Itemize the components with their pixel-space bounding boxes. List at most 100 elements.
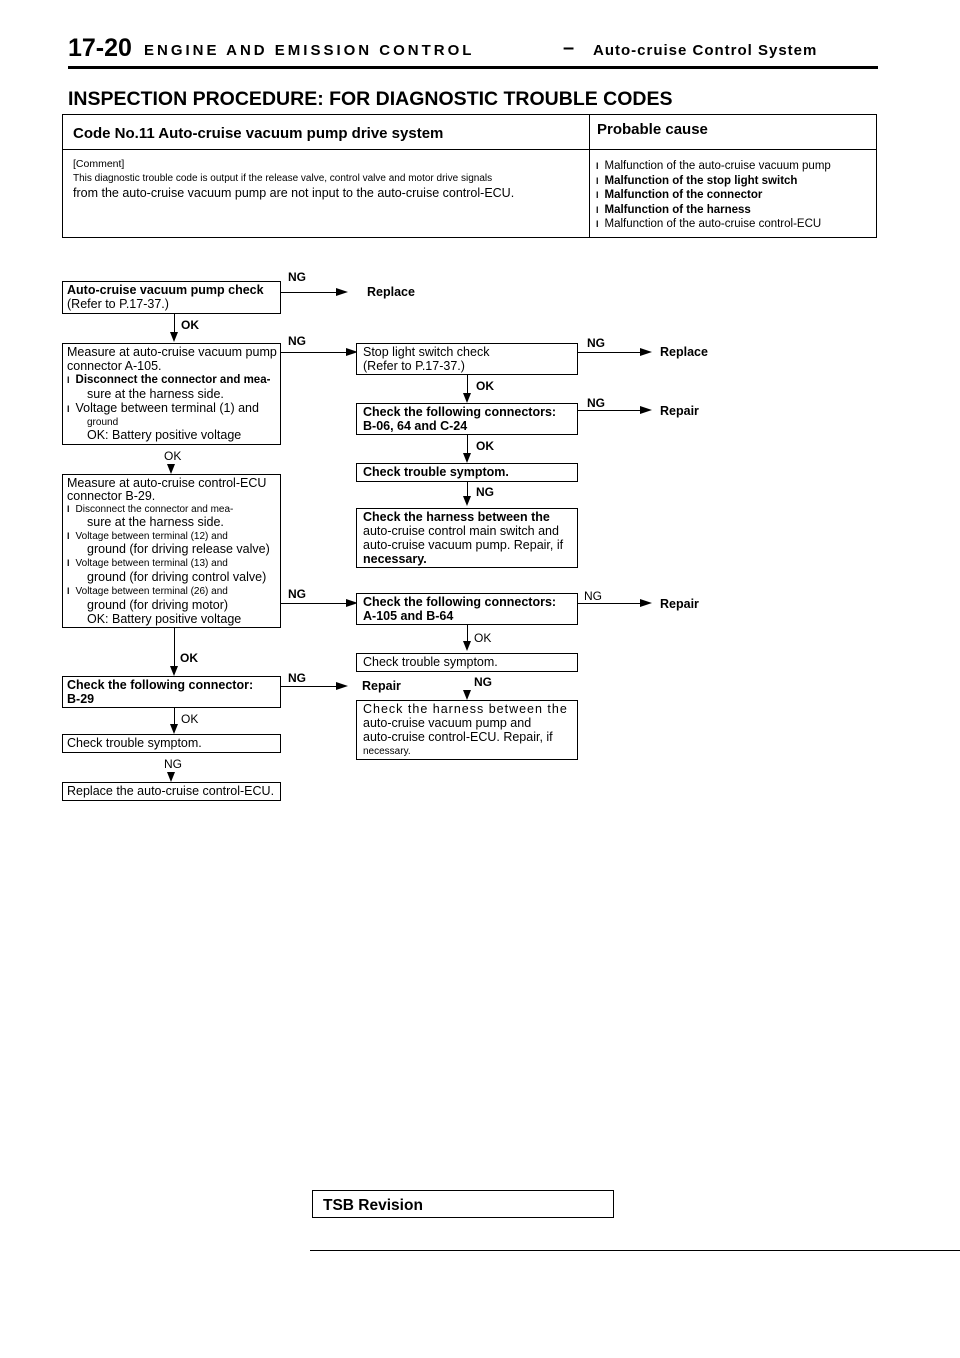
step-vacuum-pump-check: Auto-cruise vacuum pump check (Refer to … [62, 281, 281, 314]
result-replace: Replace [367, 285, 415, 299]
connector-line [281, 603, 346, 604]
step1-line2: (Refer to P.17-37.) [67, 297, 169, 311]
step3-line8: ground (for driving control valve) [87, 570, 267, 584]
step3-line1: Measure at auto-cruise control-ECU [67, 476, 267, 490]
page-header: 17-20 ENGINE AND EMISSION CONTROL – Auto… [68, 34, 878, 64]
r2-line2: B-06, 64 and C-24 [363, 419, 468, 433]
code-heading: Code No.11 Auto-cruise vacuum pump drive… [73, 125, 444, 142]
step2-line4: sure at the harness side. [87, 387, 224, 401]
arrow-right [640, 406, 652, 414]
ng-label: NG [288, 671, 306, 685]
connector-line [578, 410, 640, 411]
step-check-harness-pump-ecu: Check the harness between the auto-cruis… [356, 700, 578, 760]
step-check-connectors-a105: Check the following connectors: A-105 an… [356, 593, 578, 625]
step-stop-light-switch-check: Stop light switch check (Refer to P.17-3… [356, 343, 578, 375]
step2-line2: connector A-105. [67, 359, 162, 373]
r3-line1: Check trouble symptom. [363, 465, 509, 479]
connector-line [467, 482, 468, 498]
connector-line [467, 435, 468, 455]
step3-line5: Voltage between terminal (12) and [67, 531, 228, 543]
subsection-title: Auto-cruise Control System [593, 42, 818, 59]
arrow-down [463, 453, 471, 463]
connector-line [174, 628, 175, 668]
step-check-connector-b29: Check the following connector: B-29 [62, 676, 281, 708]
step-measure-pump-connector: Measure at auto-cruise vacuum pump conne… [62, 343, 281, 445]
ng-label: NG [474, 675, 492, 689]
connector-line [281, 292, 336, 293]
connector-line [578, 603, 640, 604]
comment-line-2: from the auto-cruise vacuum pump are not… [73, 186, 515, 200]
ok-label: OK [181, 318, 199, 332]
step3-line2: connector B-29. [67, 489, 156, 503]
ng-label: NG [164, 757, 182, 771]
connector-line [174, 314, 175, 334]
arrow-down [463, 496, 471, 506]
step-check-connectors-b06: Check the following connectors: B-06, 64… [356, 403, 578, 435]
ok-label: OK [164, 449, 182, 463]
step2-line7: OK: Battery positive voltage [87, 428, 242, 442]
step3-line3: Disconnect the connector and mea- [67, 504, 234, 516]
arrow-right [346, 348, 358, 356]
arrow-right [640, 348, 652, 356]
arrow-down [170, 332, 178, 342]
r1-line1: Stop light switch check [363, 345, 490, 359]
r4-line4: necessary. [363, 552, 427, 566]
code-divider [63, 149, 589, 150]
ng-label: NG [587, 396, 605, 410]
step-check-trouble-symptom-r1: Check trouble symptom. [356, 463, 578, 482]
step1-line1: Auto-cruise vacuum pump check [67, 283, 264, 297]
section-title: ENGINE AND EMISSION CONTROL [144, 42, 475, 59]
step-check-trouble-symptom-r2: Check trouble symptom. [356, 653, 578, 672]
tsb-revision-box: TSB Revision [312, 1190, 614, 1218]
probable-cause-box: Probable cause Malfunction of the auto-c… [589, 114, 877, 238]
step-measure-ecu-connector: Measure at auto-cruise control-ECU conne… [62, 474, 281, 628]
r4-line1: Check the harness between the [363, 510, 550, 524]
step2-line3: Disconnect the connector and mea- [67, 374, 271, 388]
ng-label: NG [476, 485, 494, 499]
page-title: INSPECTION PROCEDURE: FOR DIAGNOSTIC TRO… [68, 88, 673, 110]
step-replace-ecu: Replace the auto-cruise control-ECU. [62, 782, 281, 801]
r2-line1: Check the following connectors: [363, 405, 557, 419]
result-repair: Repair [660, 404, 699, 418]
arrow-right [336, 682, 348, 690]
step3-line10: ground (for driving motor) [87, 598, 229, 612]
step3-line9: Voltage between terminal (26) and [67, 586, 228, 598]
r5-line2: A-105 and B-64 [363, 609, 454, 623]
r7-line1: Check the harness between the [363, 702, 568, 716]
r4-line3: auto-cruise vacuum pump. Repair, if [363, 538, 564, 552]
header-dash: – [563, 37, 575, 59]
step2-line5: Voltage between terminal (1) and [67, 401, 259, 417]
result-replace: Replace [660, 345, 708, 359]
ok-label: OK [180, 651, 198, 665]
step6-line1: Replace the auto-cruise control-ECU. [67, 784, 275, 798]
header-rule [68, 66, 878, 69]
ng-label: NG [587, 336, 605, 350]
comment-line-1: This diagnostic trouble code is output i… [73, 173, 493, 184]
ng-label: NG [288, 334, 306, 348]
step2-line1: Measure at auto-cruise vacuum pump [67, 345, 277, 359]
step-check-harness-switch-pump: Check the harness between the auto-cruis… [356, 508, 578, 568]
ok-label: OK [476, 439, 494, 453]
probable-item: Malfunction of the auto-cruise control-E… [596, 217, 831, 232]
ok-label: OK [474, 631, 492, 645]
page-number: 17-20 [68, 34, 132, 62]
arrow-right [336, 288, 348, 296]
probable-item: Malfunction of the stop light switch [596, 174, 831, 189]
connector-line [467, 625, 468, 643]
step3-line4: sure at the harness side. [87, 515, 224, 529]
ng-label: NG [288, 270, 306, 284]
r1-line2: (Refer to P.17-37.) [363, 359, 465, 373]
ng-label: NG [584, 589, 602, 603]
code-box: Code No.11 Auto-cruise vacuum pump drive… [62, 114, 590, 238]
tsb-revision-label: TSB Revision [323, 1197, 423, 1214]
r4-line2: auto-cruise control main switch and [363, 524, 559, 538]
probable-divider [590, 149, 876, 150]
arrow-right [346, 599, 358, 607]
connector-line [281, 686, 336, 687]
probable-item: Malfunction of the harness [596, 203, 831, 218]
probable-item: Malfunction of the connector [596, 188, 831, 203]
step5-line1: Check trouble symptom. [67, 736, 202, 750]
step4-line2: B-29 [67, 692, 95, 706]
r7-line2: auto-cruise vacuum pump and [363, 716, 532, 730]
step-check-trouble-symptom-left: Check trouble symptom. [62, 734, 281, 753]
